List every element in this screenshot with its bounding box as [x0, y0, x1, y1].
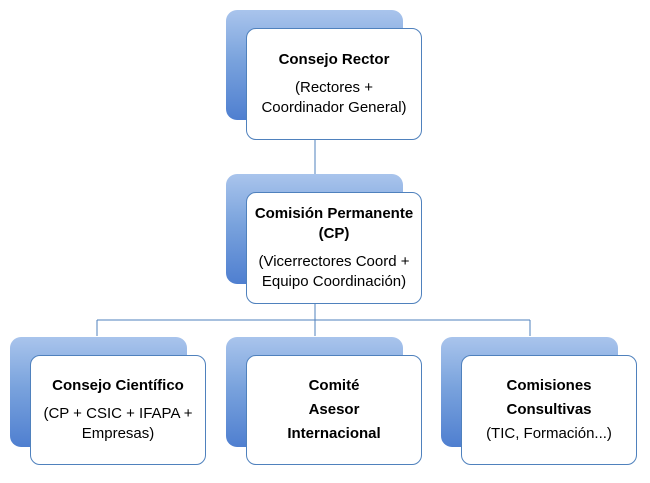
comision-permanente-line2: Equipo Coordinación) — [261, 273, 407, 290]
comite-asesor-line2: Asesor — [308, 401, 360, 418]
consejo-rector-title: Consejo Rector — [278, 51, 390, 68]
consejo-rector-line1: (Rectores + — [295, 79, 373, 96]
comisiones-consultivas-line1: Comisiones — [506, 377, 592, 394]
consejo-cientifico-title: Consejo Científico — [52, 377, 184, 394]
node-comite-asesor-box: Comité Asesor Internacional — [246, 355, 422, 465]
node-consejo-cientifico-box: Consejo Científico (CP + CSIC + IFAPA + … — [30, 355, 206, 465]
node-consejo-rector-box: Consejo Rector (Rectores + Coordinador G… — [246, 28, 422, 140]
node-comision-permanente-box: Comisión Permanente (CP) (Vicerrectores … — [246, 192, 422, 304]
comision-permanente-title: Comisión Permanente — [254, 205, 414, 222]
comite-asesor-line1: Comité — [308, 377, 360, 394]
consejo-rector-line2: Coordinador General) — [261, 99, 407, 116]
consejo-cientifico-line2: Empresas) — [81, 425, 155, 442]
consejo-cientifico-line1: (CP + CSIC + IFAPA + — [43, 405, 193, 422]
node-comisiones-consultivas-box: Comisiones Consultivas (TIC, Formación..… — [461, 355, 637, 465]
comite-asesor-line3: Internacional — [287, 425, 381, 442]
comisiones-consultivas-line2: Consultivas — [506, 401, 592, 418]
comisiones-consultivas-line3: (TIC, Formación...) — [486, 425, 612, 442]
comision-permanente-title-abbr: (CP) — [318, 225, 350, 242]
comision-permanente-line1: (Vicerrectores Coord + — [258, 253, 410, 270]
